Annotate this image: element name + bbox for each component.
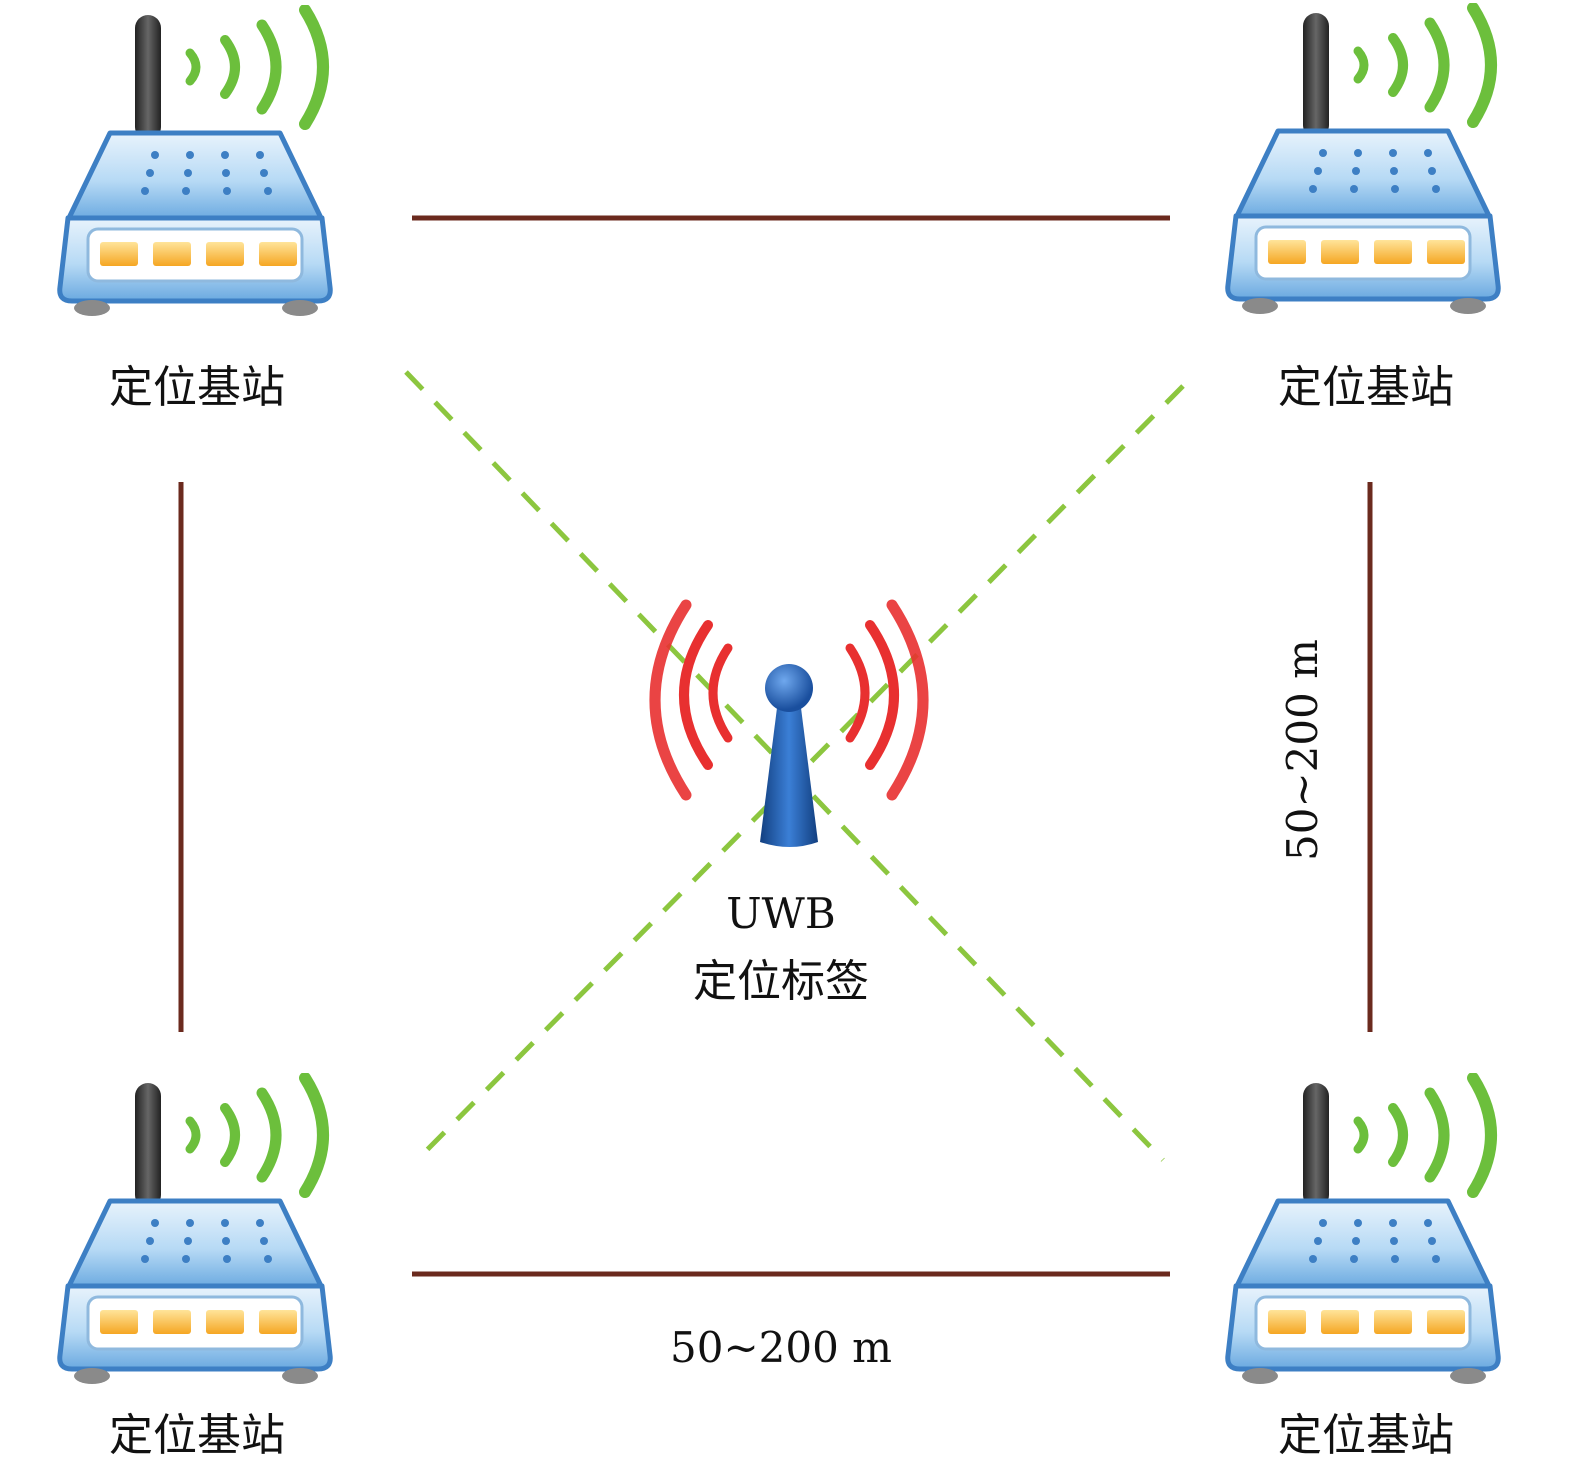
uwb-tag-icon (649, 599, 929, 847)
station-label-bottom-left: 定位基站 (109, 1410, 285, 1461)
router-icon (1228, 8, 1499, 314)
station-label-top-left: 定位基站 (109, 362, 285, 413)
router-icon (1228, 1078, 1499, 1384)
distance-label-vertical: 50~200 m (1278, 639, 1327, 861)
distance-label-horizontal: 50~200 m (670, 1323, 892, 1372)
router-icon (60, 10, 331, 316)
station-label-bottom-right: 定位基站 (1278, 1410, 1454, 1461)
distance-lines (178, 215, 1373, 1277)
station-label-top-right: 定位基站 (1278, 362, 1454, 413)
tag-label-name: 定位标签 (693, 956, 869, 1007)
tag-label-uwb: UWB (726, 889, 835, 938)
router-icon (60, 1078, 331, 1384)
signal-link-top-right (423, 384, 1185, 1154)
